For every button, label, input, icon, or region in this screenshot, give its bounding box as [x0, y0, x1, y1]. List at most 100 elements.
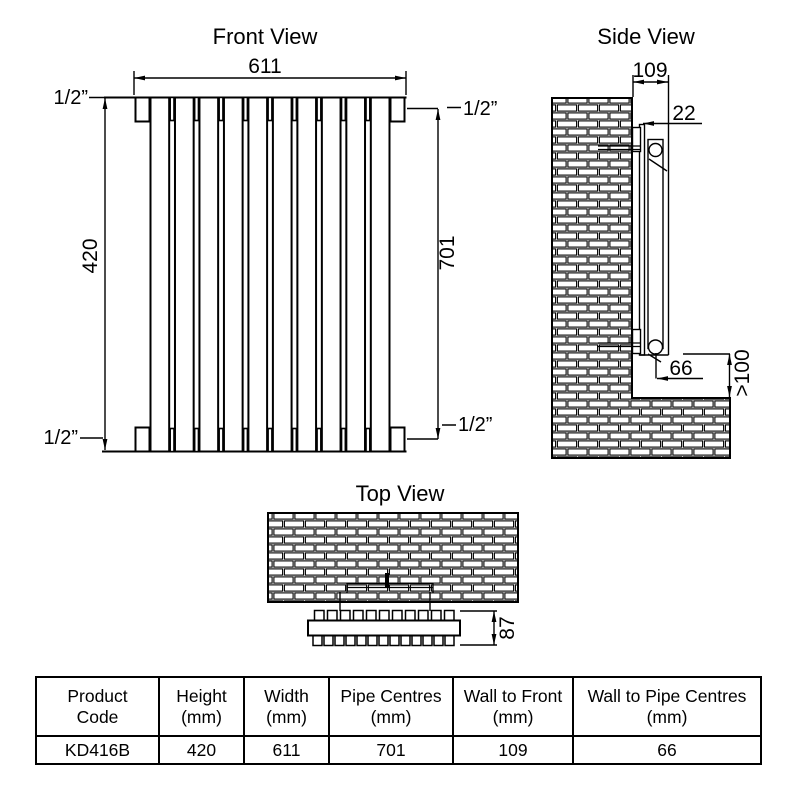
radiator-panel: [296, 96, 318, 453]
top-bracket-lines: [346, 582, 434, 593]
arrowhead: [727, 386, 732, 397]
side-top-bracket: [631, 126, 642, 153]
header-pipe-centres: Pipe Centres (mm): [328, 676, 454, 737]
header-line: Wall to Pipe Centres: [587, 685, 747, 706]
panel-stub: [291, 96, 297, 122]
radiator-panel: [345, 96, 367, 453]
radiator-panel: [271, 96, 293, 453]
tube-square: [417, 609, 429, 622]
top-wall: [267, 512, 519, 603]
tube-square: [444, 634, 455, 647]
arrowhead: [491, 634, 497, 645]
panel-stub: [291, 427, 297, 453]
header-width: Width (mm): [243, 676, 330, 737]
tube-square: [391, 609, 403, 622]
tube-square: [443, 609, 455, 622]
arrowhead: [657, 79, 668, 85]
top-radiator-bar: [307, 619, 461, 637]
connection-bottom-left-label: 1/2”: [44, 427, 78, 449]
connection-bottom-right-label: 1/2”: [458, 414, 492, 436]
mounting-tab: [389, 96, 406, 123]
radiator-technical-drawing: Front View 611 420 701 1/2” 1/2” 1/2” 1/…: [44, 24, 754, 647]
tube-square: [433, 634, 444, 647]
tube-square: [400, 634, 411, 647]
panel-stub: [267, 427, 273, 453]
front-view: Front View 611 420 701 1/2” 1/2” 1/2” 1/…: [44, 24, 497, 453]
tube-square: [326, 609, 338, 622]
header-product-code: Product Code: [35, 676, 160, 737]
tube-square: [323, 634, 334, 647]
arrowhead: [102, 439, 108, 450]
panel-stub: [365, 427, 371, 453]
front-width-dimension-line: [133, 71, 407, 95]
radiator-panel: [247, 96, 269, 453]
tube-square: [422, 634, 433, 647]
side-radiator-details: [639, 158, 669, 363]
tube-square: [352, 609, 364, 622]
panel-stub: [218, 96, 224, 122]
radiator-panel: [198, 96, 220, 453]
arrowhead: [633, 79, 644, 85]
value-pipe-centres: 701: [328, 735, 454, 765]
side-radiator-rear-plate: [638, 123, 646, 356]
value-product-code: KD416B: [35, 735, 160, 765]
tube-square: [365, 609, 377, 622]
arrowhead: [435, 428, 441, 439]
mounting-tab: [134, 426, 151, 453]
header-wall-to-pipe-centres: Wall to Pipe Centres (mm): [572, 676, 762, 737]
arrowhead: [657, 376, 668, 381]
panel-stub: [267, 96, 273, 122]
panel-stub: [365, 96, 371, 122]
arrowhead: [727, 354, 732, 365]
radiator-panel: [149, 96, 171, 453]
header-wall-to-front: Wall to Front (mm): [452, 676, 574, 737]
tube-square: [430, 609, 442, 622]
header-line: Wall to Front: [463, 685, 563, 706]
top-bracket-stems: [339, 592, 431, 611]
front-height-dimension: 420: [79, 238, 102, 273]
header-line: Width: [264, 685, 309, 706]
connection-top-left-label: 1/2”: [54, 87, 88, 109]
top-radiator-tubes: [312, 609, 455, 647]
tube-square: [313, 609, 325, 622]
top-depth-dimension: 87: [496, 616, 519, 639]
side-bracket-arms: [598, 145, 640, 348]
header-line: Pipe Centres: [340, 685, 442, 706]
tube-square: [411, 634, 422, 647]
header-line: (mm): [181, 706, 222, 727]
panel-stub: [340, 96, 346, 122]
panel-stub: [340, 427, 346, 453]
side-view: Side View 109 22 66 >100: [551, 24, 754, 459]
value-height: 420: [158, 735, 245, 765]
side-floor-clearance-dimension: >100: [731, 349, 754, 396]
top-depth-dimension-line: [460, 610, 497, 646]
tube-square: [312, 634, 323, 647]
tube-square: [345, 634, 356, 647]
top-view: Top View 87: [267, 481, 519, 647]
front-pipe-centres-dimension: 701: [436, 235, 459, 270]
side-wall-to-rear-dimension: 22: [672, 102, 695, 125]
radiator-panel: [222, 96, 244, 453]
mounting-tab: [389, 426, 406, 453]
panel-stub: [218, 427, 224, 453]
side-bottom-bracket: [631, 328, 642, 355]
header-line: Height: [176, 685, 227, 706]
value-wall-to-pipe-centres: 66: [572, 735, 762, 765]
spec-table: Product Code Height (mm) Width (mm) Pipe…: [35, 676, 762, 765]
side-wall-and-floor: [551, 97, 731, 459]
panel-stub: [243, 96, 249, 122]
connection-top-right-label: 1/2”: [463, 98, 497, 120]
arrowhead: [102, 98, 108, 109]
tube-square: [404, 609, 416, 622]
mounting-tab: [134, 96, 151, 123]
dimension-arrowheads: [102, 75, 732, 645]
panel-stub: [316, 427, 322, 453]
tube-square: [378, 609, 390, 622]
panel-stub: [194, 427, 200, 453]
panel-stub: [194, 96, 200, 122]
header-line: Product: [67, 685, 128, 706]
side-radiator-tube: [647, 138, 664, 350]
side-top-pipe: [648, 142, 663, 158]
header-line: Code: [76, 706, 119, 727]
tube-square: [356, 634, 367, 647]
